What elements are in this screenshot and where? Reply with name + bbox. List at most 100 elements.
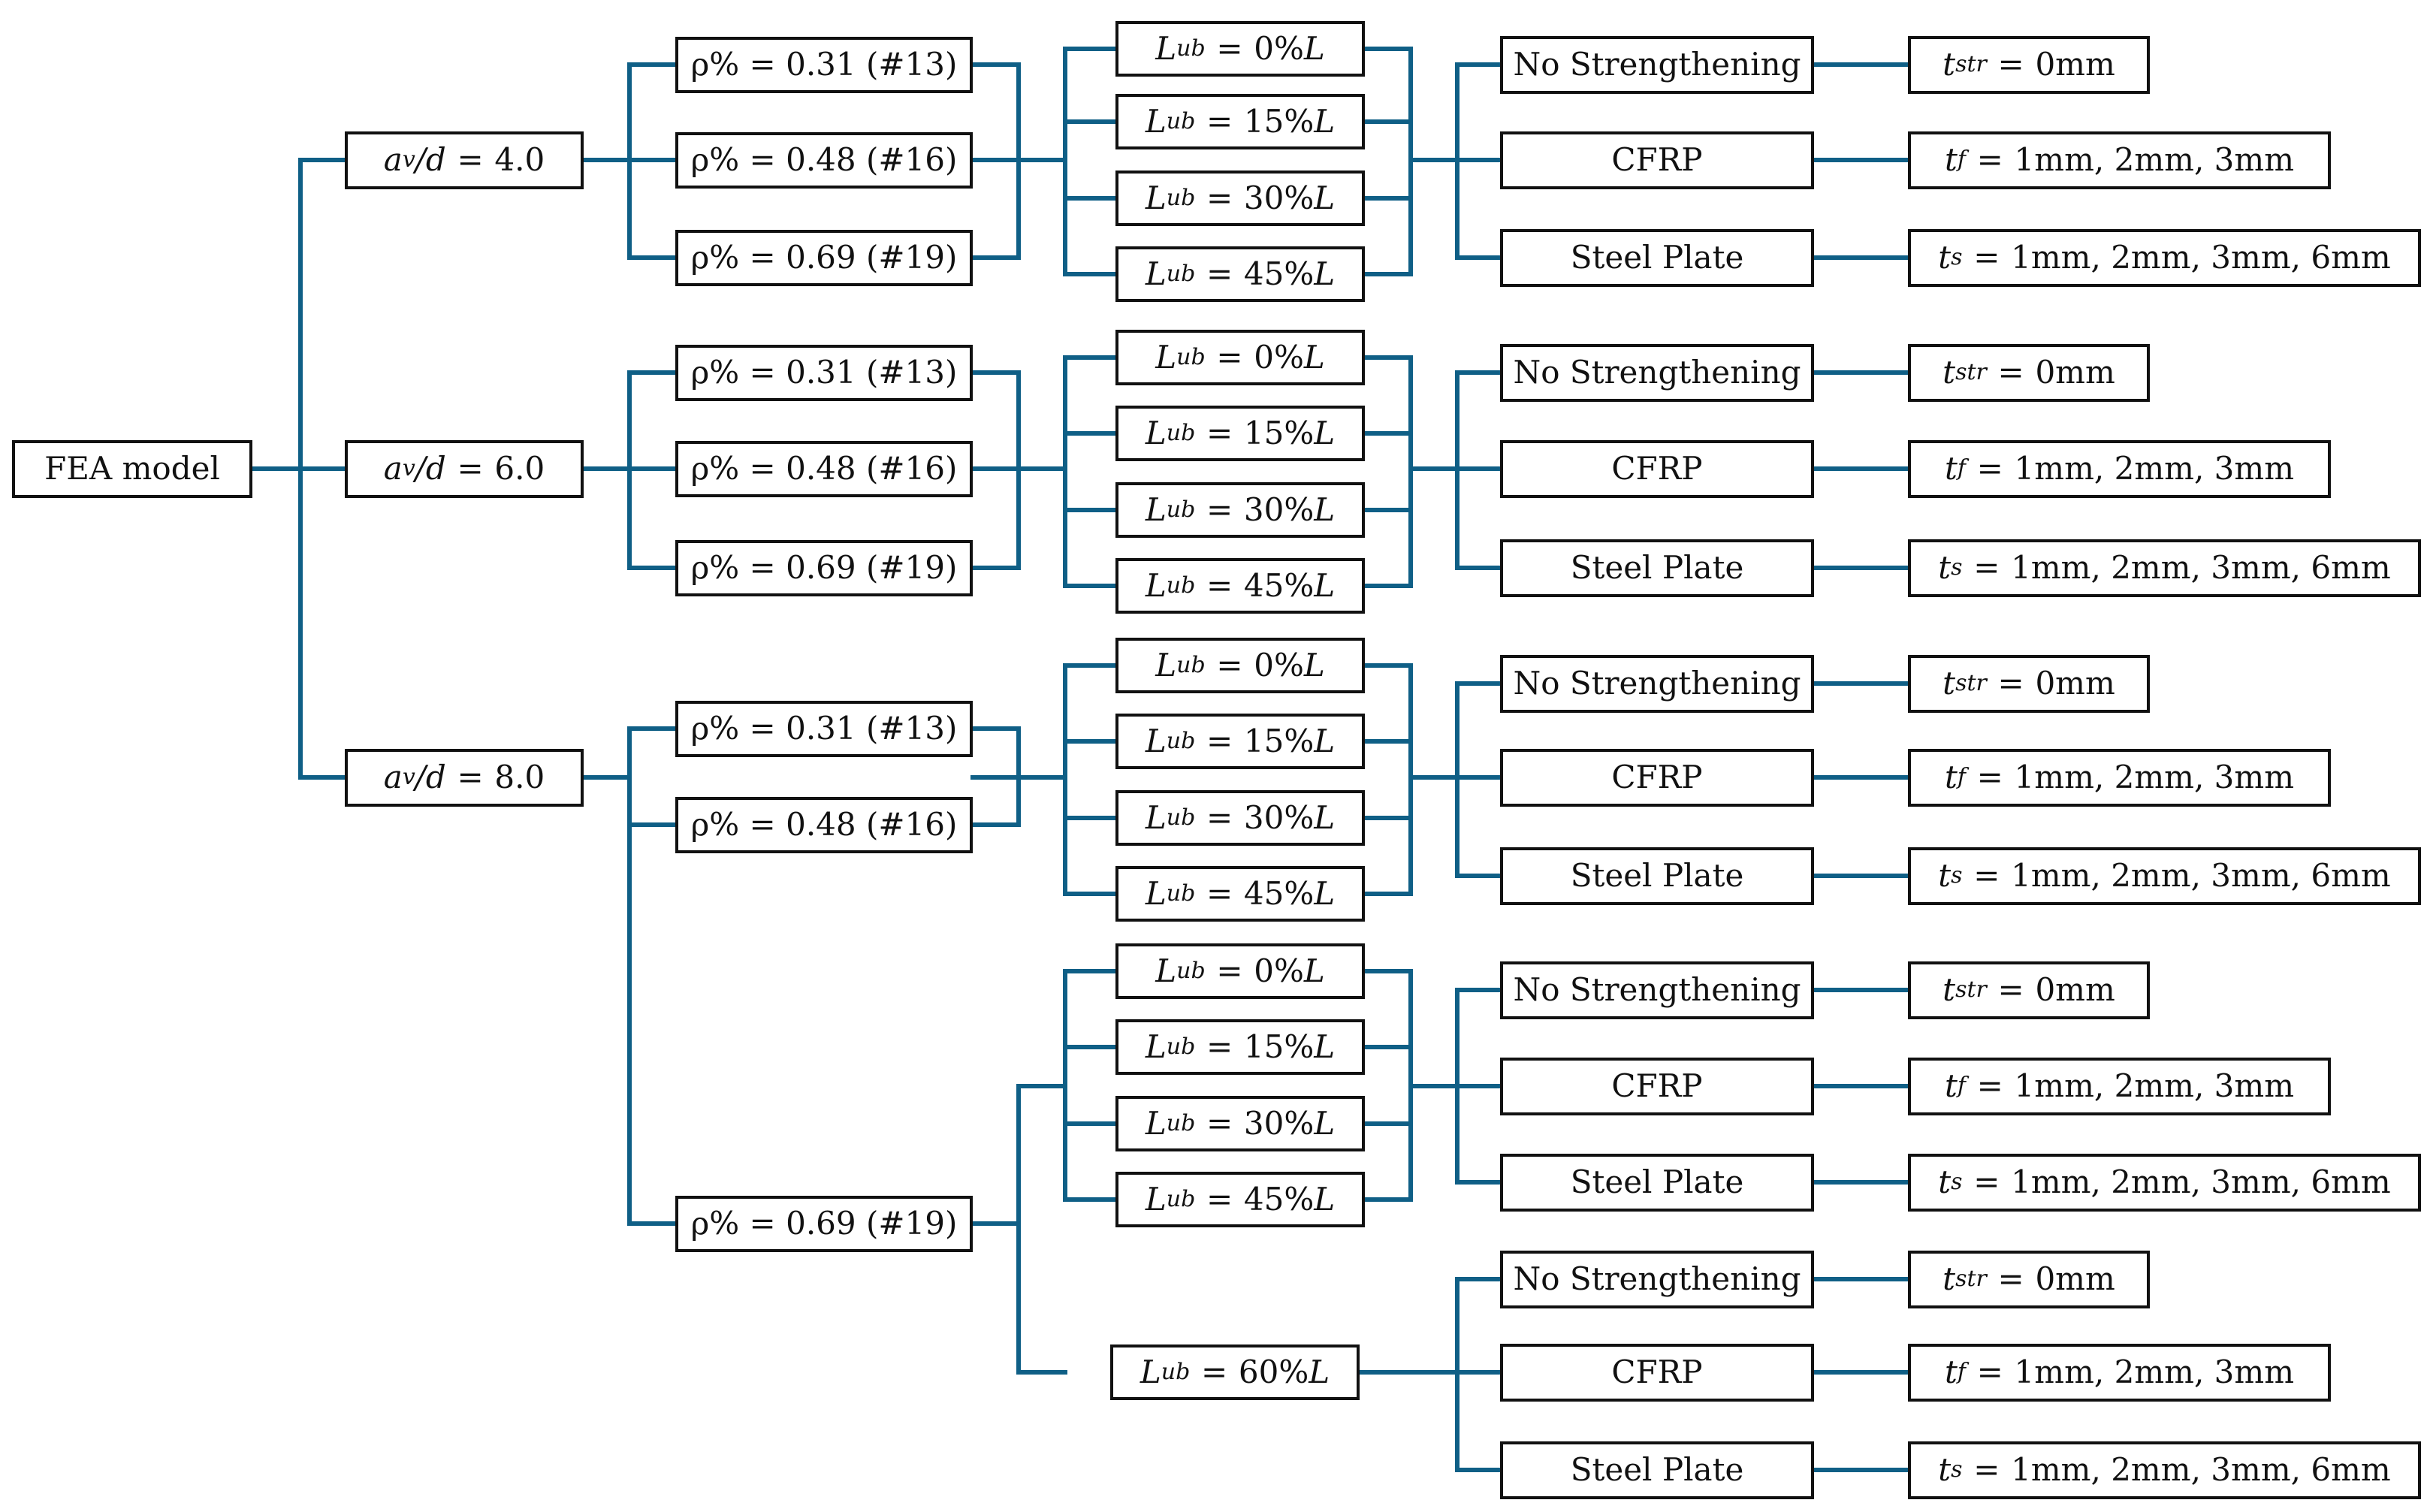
strengthening-label: Steel Plate [1570, 549, 1744, 586]
rho-label: ρ% = 0.48 (#16) [690, 141, 958, 178]
strengthening-label: Steel Plate [1570, 1451, 1744, 1488]
rho-label: ρ% = 0.31 (#13) [690, 354, 958, 391]
thickness-variable: t [1938, 549, 1952, 586]
strengthening-node: No Strengthening [1500, 343, 1814, 402]
thickness-variable: t [1938, 857, 1952, 894]
lub-value: 0% [1254, 30, 1304, 67]
lub-variable: L [1155, 339, 1177, 376]
strengthening-node: Steel Plate [1500, 228, 1814, 287]
strengthening-node: Steel Plate [1500, 539, 1814, 597]
lub-value: 15% [1243, 723, 1315, 759]
thickness-variable: t [1942, 971, 1956, 1008]
equals-sign: = [1206, 180, 1233, 216]
strengthening-label: Steel Plate [1570, 857, 1744, 894]
lub-variable: L [1145, 875, 1167, 912]
equals-sign: = [1973, 857, 2000, 894]
equals-sign: = [1216, 952, 1243, 989]
rho-label: ρ% = 0.69 (#19) [690, 549, 958, 586]
ratio-value: 8.0 [494, 759, 545, 795]
lub-variable: L [1145, 1181, 1167, 1218]
lub-value: 15% [1243, 103, 1315, 140]
lub-suffix: L [1314, 567, 1336, 604]
lub-value: 45% [1243, 1181, 1315, 1218]
lub-suffix: L [1303, 647, 1325, 684]
lub-suffix: L [1314, 875, 1336, 912]
strengthening-node: CFRP [1500, 1057, 1814, 1115]
lub-value: 0% [1254, 339, 1304, 376]
equals-sign: = [1206, 491, 1233, 528]
lub-suffix: L [1303, 952, 1325, 989]
lub-suffix: L [1314, 491, 1336, 528]
rho-node: ρ% = 0.31 (#13) [675, 344, 973, 401]
equals-sign: = [1973, 549, 2000, 586]
strengthening-label: CFRP [1611, 450, 1703, 487]
strengthening-label: Steel Plate [1570, 239, 1744, 276]
rho-label: ρ% = 0.31 (#13) [690, 46, 958, 83]
equals-sign: = [1976, 759, 2003, 795]
thickness-variable: t [1944, 759, 1958, 795]
strengthening-label: No Strengthening [1513, 354, 1801, 391]
ratio-value: 4.0 [494, 141, 545, 178]
lub-suffix: L [1303, 30, 1325, 67]
thickness-value: 1mm, 2mm, 3mm [2014, 450, 2295, 487]
ratio-variable: a [383, 141, 403, 178]
lub-variable: L [1145, 491, 1167, 528]
ratio-denominator: /d [415, 759, 446, 795]
ratio-variable: a [383, 450, 403, 487]
rho-label: ρ% = 0.69 (#19) [690, 1205, 958, 1242]
strengthening-label: No Strengthening [1513, 971, 1801, 1008]
equals-sign: = [1997, 971, 2024, 1008]
thickness-value: 1mm, 2mm, 3mm [2014, 141, 2295, 178]
strengthening-label: CFRP [1611, 141, 1703, 178]
root-node: FEA model [12, 439, 252, 498]
lub-value: 30% [1243, 491, 1315, 528]
strengthening-label: CFRP [1611, 1354, 1703, 1390]
lub-suffix: L [1314, 415, 1336, 451]
strengthening-label: Steel Plate [1570, 1163, 1744, 1200]
ratio-denominator: /d [415, 141, 446, 178]
lub-variable: L [1155, 952, 1177, 989]
thickness-value: 1mm, 2mm, 3mm, 6mm [2011, 1163, 2391, 1200]
equals-sign: = [1206, 723, 1233, 759]
equals-sign: = [1206, 255, 1233, 292]
thickness-value: 0mm [2035, 971, 2115, 1008]
strengthening-node: No Strengthening [1500, 35, 1814, 94]
strengthening-label: CFRP [1611, 1067, 1703, 1104]
lub-suffix: L [1314, 1181, 1336, 1218]
lub-variable: L [1145, 103, 1167, 140]
thickness-value: 1mm, 2mm, 3mm [2014, 1354, 2295, 1390]
lub-variable: L [1145, 415, 1167, 451]
strengthening-label: No Strengthening [1513, 1260, 1801, 1297]
lub-variable: L [1145, 255, 1167, 292]
thickness-variable: t [1944, 1067, 1958, 1104]
lub-value: 0% [1254, 647, 1304, 684]
thickness-variable: t [1942, 1260, 1956, 1297]
equals-sign: = [457, 450, 484, 487]
rho-node: ρ% = 0.31 (#13) [675, 700, 973, 757]
thickness-variable: t [1938, 1163, 1952, 1200]
thickness-value: 0mm [2035, 665, 2115, 702]
equals-sign: = [1206, 875, 1233, 912]
equals-sign: = [1216, 30, 1243, 67]
thickness-variable: t [1942, 354, 1956, 391]
thickness-variable: t [1944, 1354, 1958, 1390]
strengthening-node: Steel Plate [1500, 1441, 1814, 1499]
rho-node: ρ% = 0.69 (#19) [675, 539, 973, 596]
lub-suffix: L [1314, 1028, 1336, 1065]
equals-sign: = [1216, 339, 1243, 376]
equals-sign: = [1997, 46, 2024, 83]
thickness-value: 1mm, 2mm, 3mm, 6mm [2011, 239, 2391, 276]
